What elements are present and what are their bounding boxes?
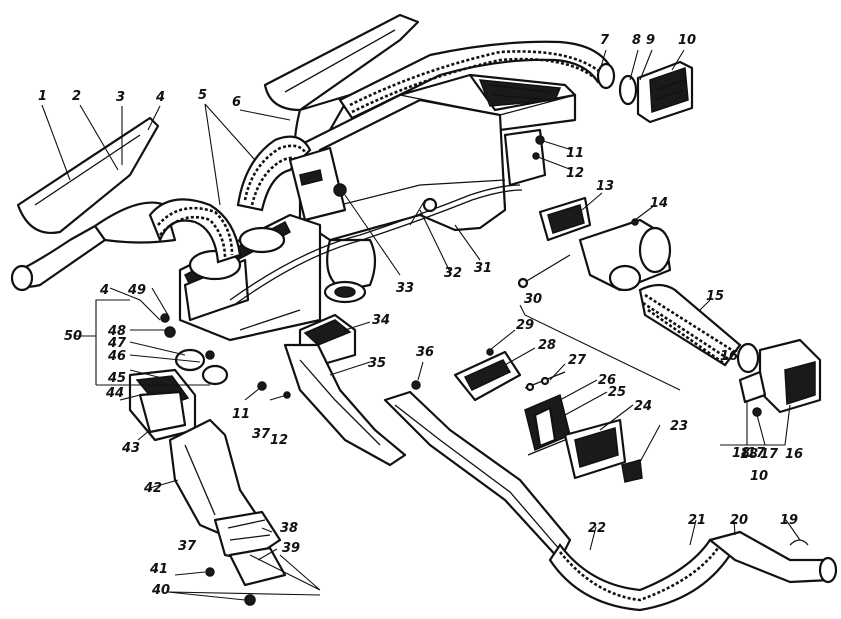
callout-label: 32 [444,266,462,281]
callout-label: 36 [416,345,434,360]
callout-label: 9 [646,33,655,48]
callout-label: 1 [38,89,47,104]
callout-label: 16 [720,349,738,364]
callout-label: 43 [121,441,140,456]
callout-label: 49 [127,283,146,298]
callout-label: 18 [732,446,750,461]
callout-label: 47 [107,336,127,351]
fasteners [160,135,545,399]
callout-label: 8 [632,33,641,48]
heater-housing [298,73,577,304]
callout-label: 48 [107,324,126,339]
callout-label: 30 [524,292,542,307]
callout-label: 12 [566,166,584,181]
callout-label: 41 [149,562,168,577]
callout-label: 6 [232,95,241,110]
floor-clamp [205,546,287,606]
callout-label: 44 [105,386,124,401]
callout-label: 24 [634,399,652,414]
callout-label: 37 [252,427,271,442]
callout-label: 42 [143,481,162,496]
mounting-bracket [288,146,347,222]
callout-label: 34 [372,313,390,328]
callout-label: 4 [99,283,109,298]
callout-label: 18 [740,447,758,462]
left-windshield-nozzle [10,116,177,292]
callout-label: 11 [232,407,250,422]
callout-label: 31 [474,261,492,276]
callout-label: 29 [516,318,534,333]
callout-label: 17 [760,447,779,462]
callout-label: 12 [270,433,288,448]
callout-label: 10 [750,469,768,484]
callout-label: 17 [747,446,766,461]
callout-label: 26 [598,373,616,388]
callout-label: 39 [282,541,300,556]
callout-label: 22 [588,521,606,536]
callout-label: 13 [596,179,614,194]
callout-label: 37 [178,539,197,554]
top-right-connector [618,60,694,124]
valve-components [453,348,643,483]
callout-label: 4 [155,90,165,105]
callout-label: 11 [566,146,584,161]
callout-label: 27 [568,353,587,368]
lower-duct-box [178,213,322,342]
control-cable [229,184,523,306]
callout-label: 3 [116,90,125,105]
callout-label: 5 [198,88,207,103]
left-outlet-assembly [128,326,229,442]
callout-label: 38 [280,521,298,536]
rear-floor-duct [383,380,838,612]
callout-label: 2 [72,89,81,104]
callout-label: 33 [396,281,414,296]
leader-lines [41,49,801,601]
callout-label: 25 [608,385,626,400]
callout-label: 20 [730,513,748,528]
callout-label: 35 [368,356,386,371]
callout-label: 50 [64,329,82,344]
right-air-hose [638,283,742,367]
left-air-hose [148,198,242,264]
dash-grille-outlet [517,196,672,292]
callout-label: 19 [780,513,798,528]
right-outlet-assembly [736,338,822,417]
callout-label: 21 [688,513,706,528]
callout-label: 46 [107,349,126,364]
callout-label: 45 [107,371,126,386]
callout-label: 28 [538,338,556,353]
callout-label: 7 [600,33,610,48]
callout-label: 15 [706,289,724,304]
callout-label: 23 [670,419,688,434]
callout-label: 16 [785,447,803,462]
callout-label: 10 [678,33,696,48]
callout-label: 14 [650,196,668,211]
side-outlet-duct [283,313,407,467]
callout-label: 40 [151,583,170,598]
